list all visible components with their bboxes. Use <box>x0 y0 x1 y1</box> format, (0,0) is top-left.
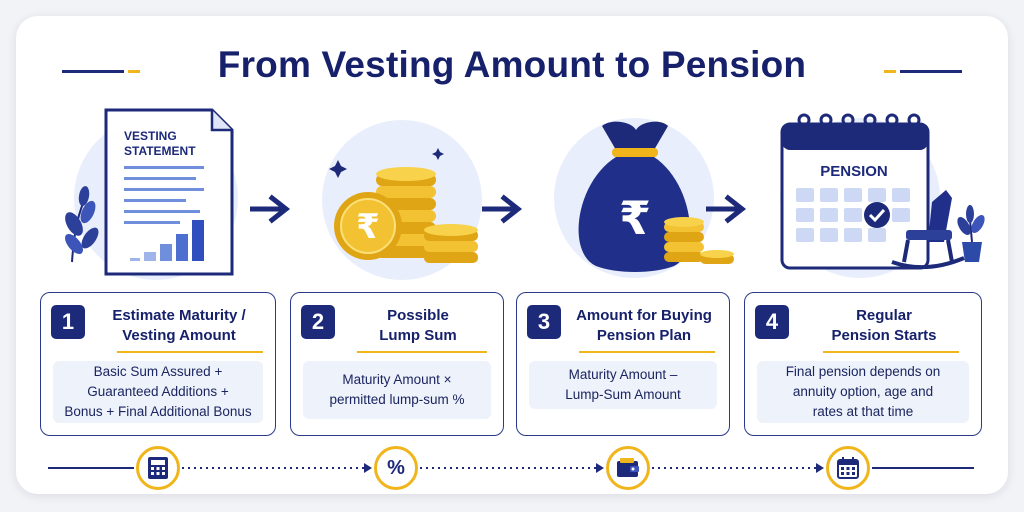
coins-illustration: ₹ <box>322 120 482 280</box>
arrow-right-icon <box>482 194 523 224</box>
step-formula: Final pension depends on annuity option,… <box>757 361 969 423</box>
step-divider <box>117 351 263 353</box>
step-number-badge: 4 <box>755 305 789 339</box>
calendar-icon: PENSION <box>780 113 930 270</box>
sparkle-icon <box>329 160 347 178</box>
title-dash-right <box>884 70 896 73</box>
step-title: Possible Lump Sum <box>379 307 457 344</box>
step-card-2: 2 Possible Lump Sum Maturity Amount × pe… <box>290 292 504 436</box>
plant-icon <box>65 186 99 263</box>
calculator-icon <box>136 446 180 490</box>
step-divider <box>823 351 959 353</box>
step-number-badge: 3 <box>527 305 561 339</box>
page-title: From Vesting Amount to Pension <box>217 44 807 85</box>
coin-stack-small-icon <box>424 224 478 263</box>
wallet-icon <box>606 446 650 490</box>
money-bag-icon: ₹ <box>578 121 691 272</box>
step-number-badge: 1 <box>51 305 85 339</box>
step-card-4: 4 Regular Pension Starts Final pension d… <box>744 292 982 436</box>
vesting-statement-illustration: VESTING STATEMENT <box>65 108 238 280</box>
percent-icon: % <box>374 446 418 490</box>
coin-stack-icon <box>664 217 734 264</box>
rupee-symbol: ₹ <box>356 208 380 246</box>
step-formula: Maturity Amount × permitted lump-sum % <box>303 361 491 419</box>
step-formula: Maturity Amount – Lump-Sum Amount <box>529 361 717 409</box>
step-divider <box>579 351 715 353</box>
rupee-symbol: ₹ <box>619 192 651 244</box>
arrow-right-icon <box>706 194 747 224</box>
percent-symbol: % <box>387 456 405 479</box>
step-number-badge: 2 <box>301 305 335 339</box>
title-line-left <box>62 70 124 73</box>
check-circle-icon <box>864 202 890 228</box>
step-card-3: 3 Amount for Buying Pension Plan Maturit… <box>516 292 730 436</box>
step-title: Estimate Maturity / Vesting Amount <box>112 307 246 344</box>
step-title: Regular Pension Starts <box>831 307 937 344</box>
calendar-icon <box>826 446 870 490</box>
potted-plant-icon <box>957 205 985 262</box>
title-dash-left <box>128 70 140 73</box>
statement-label-line1: VESTING <box>124 129 177 143</box>
statement-label-line2: STATEMENT <box>124 144 196 158</box>
document-icon: VESTING STATEMENT <box>104 108 234 276</box>
step-title: Amount for Buying Pension Plan <box>576 307 712 344</box>
title-row: From Vesting Amount to Pension <box>16 44 1008 92</box>
step-divider <box>357 351 487 353</box>
infographic-card: From Vesting Amount to Pension VESTING S… <box>16 16 1008 494</box>
timeline: % <box>16 442 1008 494</box>
step-card-1: 1 Estimate Maturity / Vesting Amount Bas… <box>40 292 276 436</box>
title-line-right <box>900 70 962 73</box>
pension-calendar-illustration: PENSION <box>780 113 985 278</box>
arrow-right-icon <box>250 194 291 224</box>
rocking-chair-icon <box>891 190 965 270</box>
rupee-coin-icon: ₹ <box>334 192 402 260</box>
sparkle-icon <box>432 148 444 160</box>
money-bag-illustration: ₹ <box>554 118 734 278</box>
calendar-label: PENSION <box>820 163 888 180</box>
timeline-line <box>48 463 974 473</box>
step-formula: Basic Sum Assured + Guaranteed Additions… <box>53 361 263 423</box>
